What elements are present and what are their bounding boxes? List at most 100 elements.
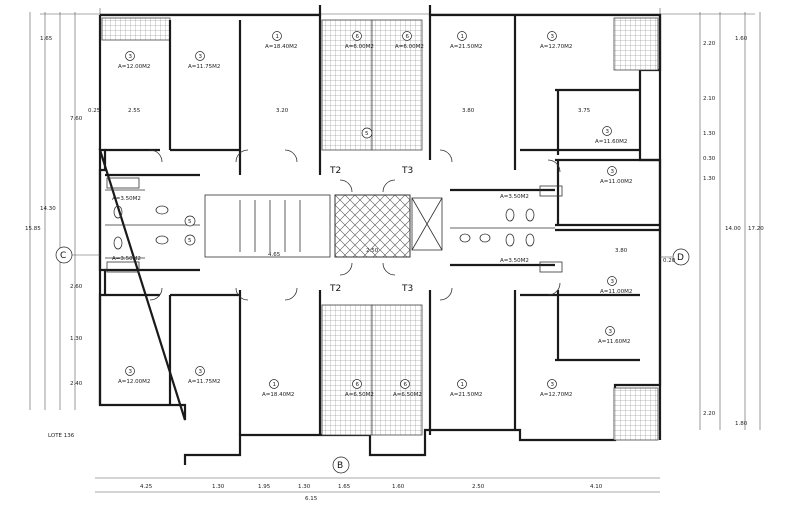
room-number-circle — [607, 276, 617, 286]
axis-marker-b: B — [332, 456, 350, 474]
central-hall — [334, 194, 411, 258]
room-number: 3 — [199, 369, 203, 375]
kitchen-top-t2 — [321, 19, 373, 151]
room-area-label: A=6.00M2 — [395, 44, 424, 50]
interior-walls — [105, 15, 660, 435]
room-number-circle — [352, 31, 362, 41]
room-area-label: A=21.50M2 — [450, 44, 482, 50]
svg-text:1.30: 1.30 — [703, 176, 716, 182]
svg-text:3.75: 3.75 — [578, 108, 591, 114]
room-area-label: A=11.60M2 — [598, 339, 630, 345]
unit-label: T3 — [401, 166, 413, 176]
svg-text:3.80: 3.80 — [615, 248, 628, 254]
svg-text:4.25: 4.25 — [140, 484, 153, 490]
room-number-circle — [457, 379, 467, 389]
room-area-label: A=12.00M2 — [118, 379, 150, 385]
svg-text:C: C — [60, 251, 66, 261]
room-number-circle — [195, 366, 205, 376]
svg-text:2.40: 2.40 — [70, 381, 83, 387]
room-area-label: A=11.75M2 — [188, 64, 220, 70]
svg-text:0.25: 0.25 — [88, 108, 101, 114]
balcony-bottom-right — [613, 387, 659, 441]
room-number: 3 — [609, 329, 613, 335]
room-number: 6 — [406, 34, 410, 40]
svg-text:5: 5 — [188, 219, 192, 225]
svg-text:7.60: 7.60 — [70, 116, 83, 122]
room-number-circle — [547, 379, 557, 389]
svg-text:14.00: 14.00 — [725, 226, 741, 232]
room-area-label: A=11.00M2 — [600, 179, 632, 185]
svg-text:2.10: 2.10 — [703, 96, 716, 102]
room-number: 3 — [129, 54, 133, 60]
balcony-top-left — [101, 17, 171, 41]
top-dimension-values: 2.55 3.20 3.80 3.75 0.25 — [88, 108, 591, 114]
wc-area-label: A=3.50M2 — [500, 258, 529, 264]
svg-text:2.60: 2.60 — [70, 284, 83, 290]
room-area-label: A=11.00M2 — [600, 289, 632, 295]
left-dimension-values: 1.65 7.60 14.30 15.85 2.60 1.30 2.40 — [25, 36, 83, 387]
room-area-label: A=11.60M2 — [595, 139, 627, 145]
bottom-dimension-lines — [95, 477, 660, 493]
room-area-label: A=21.50M2 — [450, 392, 482, 398]
room-number: 6 — [356, 34, 360, 40]
svg-text:5: 5 — [188, 238, 192, 244]
svg-text:1.30: 1.30 — [70, 336, 83, 342]
svg-text:0.20: 0.20 — [663, 258, 676, 264]
svg-text:D: D — [677, 253, 684, 263]
svg-text:2.20: 2.20 — [703, 411, 716, 417]
axis-marker-c: C — [55, 246, 100, 264]
room-area-label: A=6.50M2 — [393, 392, 422, 398]
right-dimension-lines — [699, 12, 761, 430]
svg-text:1.30: 1.30 — [212, 484, 225, 490]
room-number-circle — [272, 31, 282, 41]
circled-5-marker: 5 5 5 — [184, 127, 373, 246]
svg-text:1.30: 1.30 — [703, 131, 716, 137]
room-number: 3 — [551, 34, 555, 40]
room-number: 1 — [276, 34, 280, 40]
room-labels: 3A=12.00M23A=11.75M21A=18.40M26A=6.00M26… — [118, 31, 632, 398]
room-number: 3 — [606, 129, 610, 135]
unit-label: T3 — [401, 284, 413, 294]
svg-text:17.20: 17.20 — [748, 226, 764, 232]
room-number: 3 — [611, 279, 615, 285]
room-number-circle — [402, 31, 412, 41]
svg-text:1.60: 1.60 — [735, 36, 748, 42]
kitchen-bottom-t3 — [371, 304, 423, 436]
room-number: 3 — [551, 382, 555, 388]
room-number-circle — [269, 379, 279, 389]
room-area-label: A=18.40M2 — [265, 44, 297, 50]
right-dimension-values: 2.20 1.60 2.10 1.30 0.30 1.30 14.00 17.2… — [615, 36, 764, 427]
svg-text:3.80: 3.80 — [462, 108, 475, 114]
svg-text:0.30: 0.30 — [703, 156, 716, 162]
room-number: 3 — [611, 169, 615, 175]
room-number: 1 — [461, 34, 465, 40]
room-area-label: A=6.50M2 — [345, 392, 374, 398]
room-number: 3 — [129, 369, 133, 375]
wc-area-label: A=3.50M2 — [112, 196, 141, 202]
unit-label: T2 — [329, 166, 341, 176]
stair-dimension-values: 4.65 2.50 — [268, 248, 379, 258]
wc-area-label: A=3.50M2 — [112, 256, 141, 262]
room-area-label: A=18.40M2 — [262, 392, 294, 398]
unit-label: T2 — [329, 284, 341, 294]
svg-text:1.80: 1.80 — [735, 421, 748, 427]
room-number: 6 — [356, 382, 360, 388]
room-number: 3 — [199, 54, 203, 60]
svg-text:6.15: 6.15 — [305, 496, 318, 502]
svg-text:1.65: 1.65 — [338, 484, 351, 490]
room-area-label: A=12.70M2 — [540, 392, 572, 398]
room-area-label: A=12.00M2 — [118, 64, 150, 70]
axis-marker-d: D — [660, 248, 690, 266]
left-dimension-lines — [29, 12, 76, 410]
svg-text:1.65: 1.65 — [40, 36, 53, 42]
room-area-label: A=6.00M2 — [345, 44, 374, 50]
svg-text:2.20: 2.20 — [703, 41, 716, 47]
room-number-circle — [125, 51, 135, 61]
svg-text:4.10: 4.10 — [590, 484, 603, 490]
room-number: 1 — [273, 382, 277, 388]
svg-text:B: B — [337, 461, 343, 471]
room-number-circle — [547, 31, 557, 41]
svg-text:4.65: 4.65 — [268, 252, 281, 258]
room-number-circle — [607, 166, 617, 176]
